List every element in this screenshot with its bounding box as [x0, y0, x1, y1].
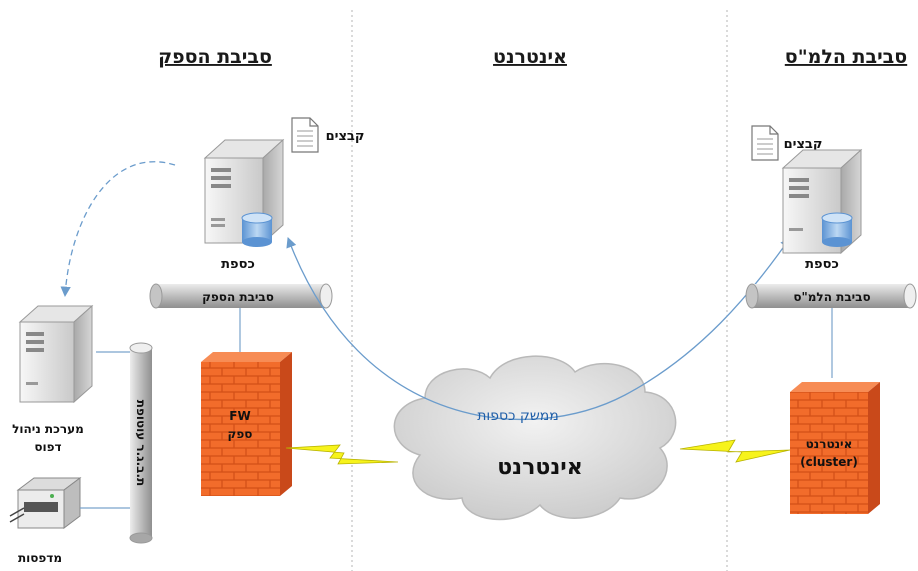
lightning-bolt-right	[679, 439, 791, 463]
internet-cloud	[393, 355, 677, 521]
document-icon	[291, 117, 319, 153]
lightning-bolt-left	[285, 444, 399, 465]
heading-cbs: סביבת הלמ"ס	[785, 46, 907, 68]
printers-label: מדפסות	[18, 551, 62, 565]
printer-icon	[9, 477, 82, 529]
vault-interface-link	[286, 237, 791, 421]
provider-bus	[149, 283, 333, 309]
cbs-firewall-label-2: (cluster)	[800, 455, 858, 469]
server-icon	[781, 148, 863, 255]
cbs-bus	[745, 283, 917, 309]
dashed-transfer-arrow	[60, 161, 176, 298]
firewall-icon	[790, 382, 880, 514]
print-server-label-2: דפוס	[34, 440, 61, 454]
vertical-bus-label: ת.ב.ג.ר עוטופת	[134, 400, 148, 486]
database-icon	[241, 212, 273, 247]
cbs-bus-label: סביבת הלמ"ס	[793, 290, 870, 304]
cbs-firewall-label-1: אינטרנט	[806, 437, 853, 451]
firewall-icon	[201, 352, 292, 496]
cloud-label: אינטרנט	[497, 455, 583, 480]
database-icon	[821, 212, 853, 247]
provider-vault-label: כספת	[221, 257, 255, 272]
vertical-bus	[129, 342, 153, 544]
vault-interface-label: ממשק כספות	[477, 408, 559, 424]
document-icon	[751, 125, 779, 161]
heading-provider: סביבת הספק	[158, 46, 272, 68]
provider-files-label: קבצים	[326, 129, 365, 144]
cbs-files-label: קבצים	[784, 137, 823, 152]
cbs-vault-label: כספת	[805, 257, 839, 272]
server-icon	[18, 304, 94, 404]
provider-firewall-label-2: ספק	[228, 427, 253, 441]
provider-bus-label: סביבת הספק	[202, 290, 274, 304]
provider-firewall-label-1: FW	[229, 409, 250, 423]
heading-internet: אינטרנט	[493, 46, 567, 68]
print-server-label-1: מערכת ניהול	[12, 422, 84, 436]
